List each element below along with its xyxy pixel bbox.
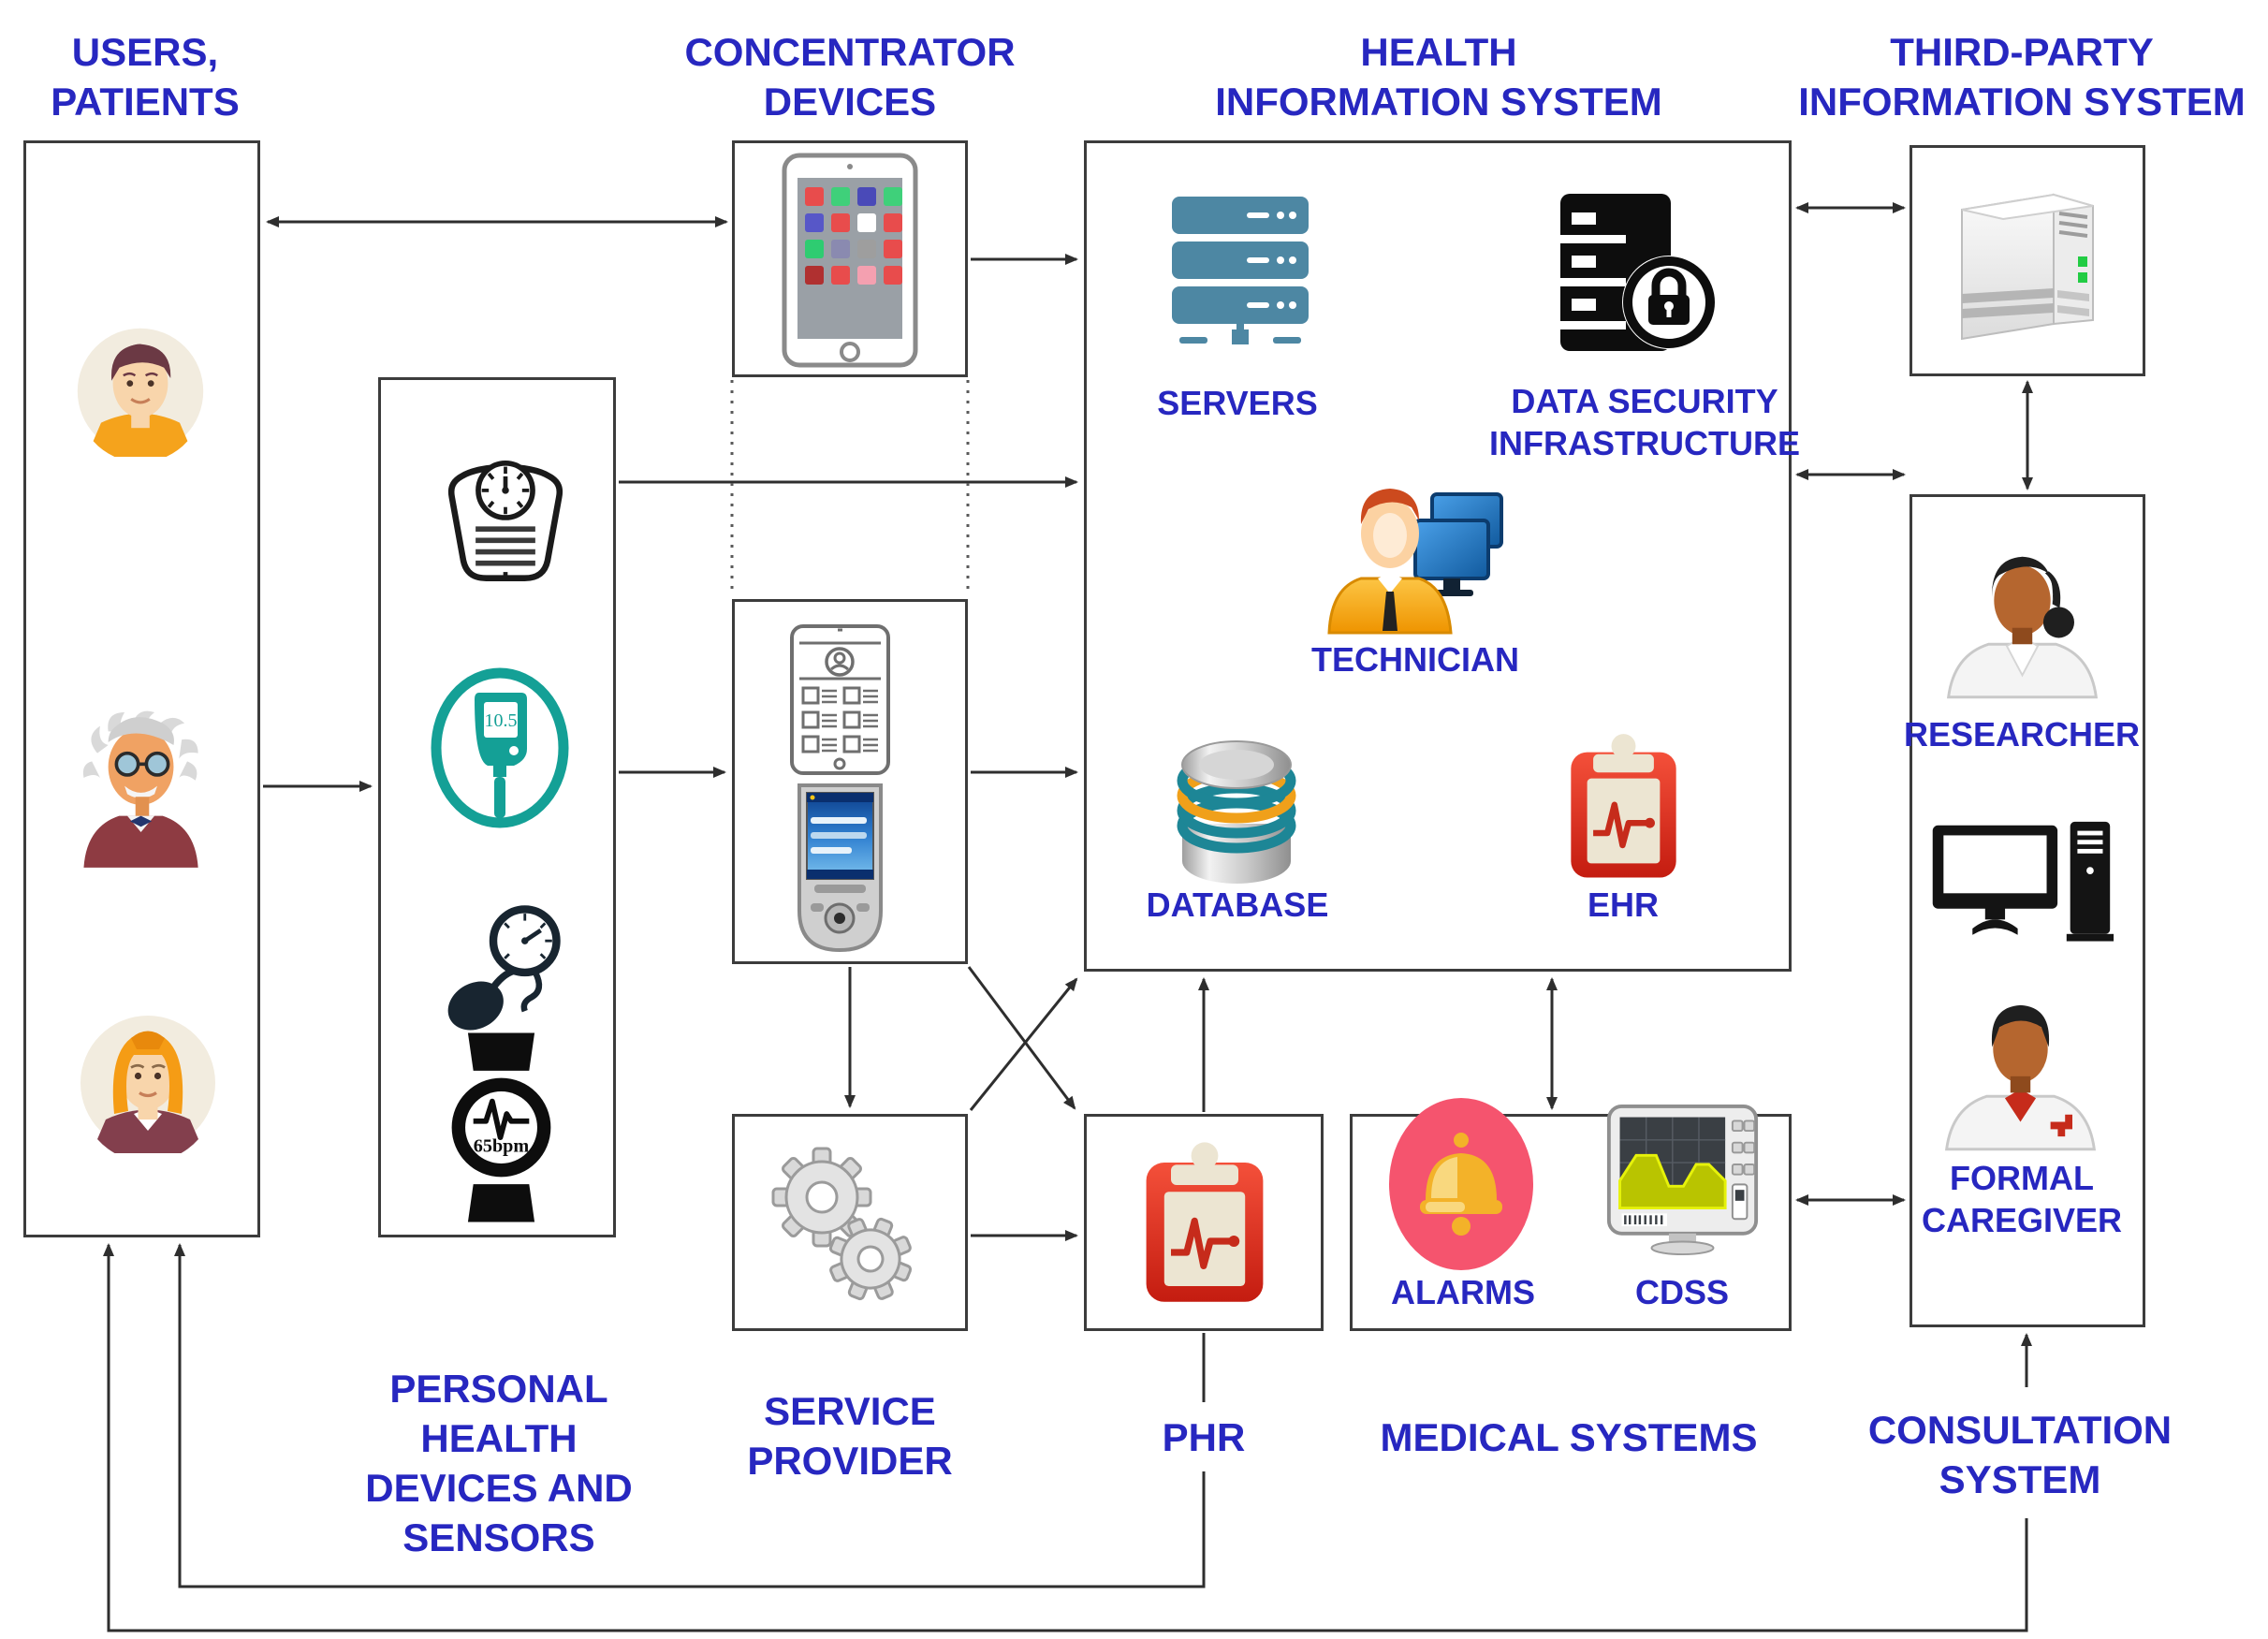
ehr-clipboard-icon bbox=[1571, 734, 1676, 878]
label-line: SENSORS bbox=[402, 1515, 595, 1559]
medical-systems-label: MEDICAL SYSTEMS bbox=[1380, 1415, 1758, 1459]
label-line: PHR bbox=[1154, 1415, 1253, 1459]
label-line: CAREGIVER bbox=[1921, 1201, 2123, 1240]
researcher-icon bbox=[1946, 556, 2099, 699]
label-line: INFRASTRUCTURE bbox=[1489, 424, 1800, 463]
weight-scale-icon bbox=[447, 461, 563, 581]
glucose-meter-icon: 10.5 bbox=[431, 667, 569, 828]
label-line: PERSONAL bbox=[389, 1367, 608, 1411]
phr-label: PHR bbox=[1154, 1413, 1253, 1463]
label-line: FORMAL bbox=[1950, 1159, 2094, 1197]
woman-avatar bbox=[80, 1016, 215, 1153]
sensors-box-label: PERSONAL HEALTH DEVICES AND SENSORS bbox=[365, 1365, 633, 1563]
formal-caregiver-icon bbox=[1944, 1004, 2097, 1151]
title-line: THIRD-PARTY bbox=[1890, 30, 2154, 74]
cdss-monitor-icon bbox=[1606, 1104, 1759, 1256]
title-line: USERS, bbox=[71, 30, 219, 74]
man-avatar bbox=[77, 328, 204, 457]
glucose-reading: 10.5 bbox=[485, 710, 518, 731]
data-security-label: DATA SECURITY INFRASTRUCTURE bbox=[1489, 380, 1800, 465]
tablet-contacts-icon bbox=[790, 624, 890, 775]
title-line: DEVICES bbox=[763, 79, 937, 124]
server-tower-icon bbox=[1961, 193, 2094, 341]
cdss-label: CDSS bbox=[1634, 1273, 1730, 1311]
label-line: HEALTH bbox=[420, 1415, 578, 1460]
label-line: PROVIDER bbox=[747, 1438, 953, 1483]
servers-label: SERVERS bbox=[1157, 384, 1318, 422]
alarm-bell-icon bbox=[1389, 1098, 1533, 1270]
data-security-lock-icon bbox=[1560, 194, 1716, 351]
gear-large bbox=[771, 1147, 872, 1248]
tablet-apps-icon bbox=[782, 153, 918, 368]
label-line: SERVICE bbox=[764, 1389, 936, 1433]
smartwatch-icon: 65bpm bbox=[451, 1032, 551, 1222]
label-line: CONSULTATION bbox=[1867, 1408, 2173, 1452]
gears-icon bbox=[771, 1147, 913, 1301]
his-title: HEALTH INFORMATION SYSTEM bbox=[1215, 28, 1662, 127]
phr-clipboard-icon bbox=[1146, 1142, 1264, 1302]
concentrator-title: CONCENTRATOR DEVICES bbox=[684, 28, 1015, 127]
users-title: USERS, PATIENTS bbox=[51, 28, 239, 127]
servers-icon bbox=[1172, 197, 1309, 344]
elderly-man-avatar bbox=[82, 710, 198, 868]
caregiver-label: FORMAL CAREGIVER bbox=[1922, 1157, 2122, 1242]
third-party-title: THIRD-PARTY INFORMATION SYSTEM bbox=[1798, 28, 2246, 127]
alarms-label: ALARMS bbox=[1391, 1273, 1535, 1311]
title-line: HEALTH bbox=[1360, 30, 1517, 74]
title-line: CONCENTRATOR bbox=[684, 30, 1016, 74]
database-icon bbox=[1177, 740, 1296, 884]
pda-icon bbox=[797, 783, 883, 953]
researcher-label: RESEARCHER bbox=[1903, 715, 2141, 754]
service-provider-label: SERVICE PROVIDER bbox=[747, 1387, 952, 1486]
title-line: PATIENTS bbox=[51, 79, 240, 124]
phr-return-line bbox=[174, 1243, 1206, 1588]
label-line: DATA SECURITY bbox=[1511, 382, 1778, 420]
title-line: INFORMATION SYSTEM bbox=[1215, 79, 1662, 124]
blood-pressure-icon bbox=[447, 905, 561, 1031]
watch-reading: 65bpm bbox=[474, 1135, 530, 1156]
title-line: INFORMATION SYSTEM bbox=[1798, 79, 2246, 124]
arrow-service-his-diagonal bbox=[969, 977, 1078, 1111]
technician-label: TECHNICIAN bbox=[1311, 640, 1519, 679]
arrow-concentrator2-phr-diagonal bbox=[967, 966, 1076, 1110]
technician-icon bbox=[1327, 489, 1503, 635]
label-line: SYSTEM bbox=[1939, 1456, 2101, 1501]
workstation-icon bbox=[1932, 821, 2114, 942]
ehr-label: EHR bbox=[1587, 885, 1660, 924]
consultation-system-label: CONSULTATION SYSTEM bbox=[1868, 1406, 2172, 1505]
label-line: DEVICES AND bbox=[365, 1465, 633, 1510]
database-label: DATABASE bbox=[1146, 885, 1329, 924]
